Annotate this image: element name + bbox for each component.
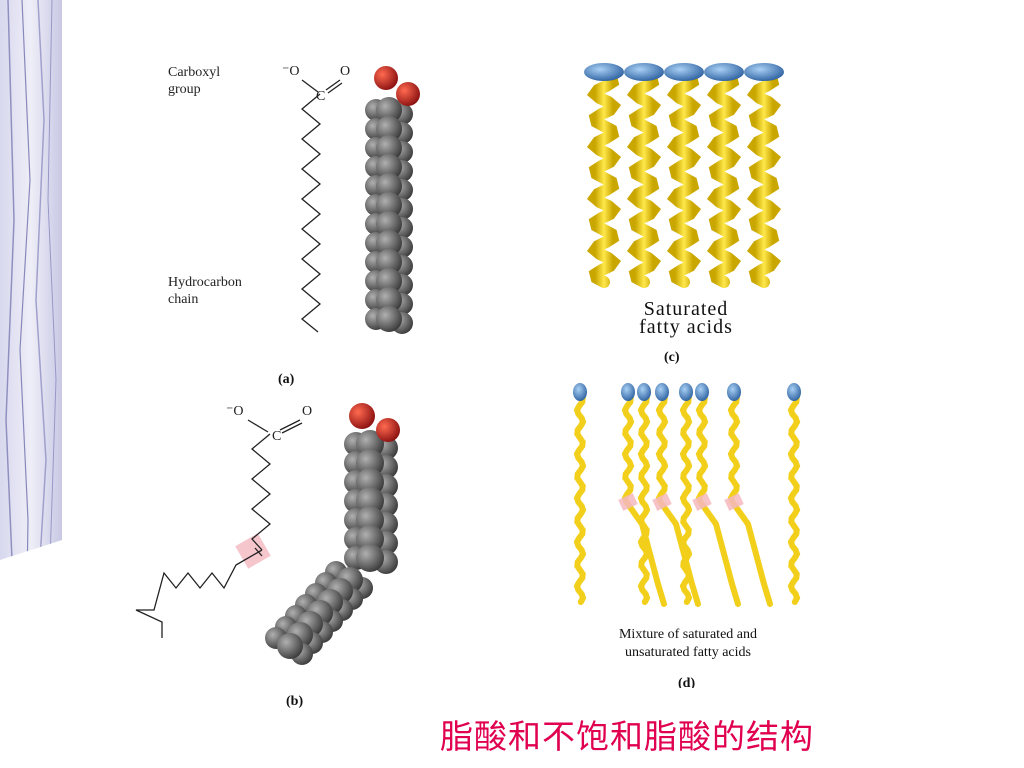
saturated-fatty-acid-packing [584,63,784,288]
skeletal-formula-unsaturated [135,419,303,638]
carbon-atom [376,116,402,142]
panel-b-tag: (b) [286,694,304,709]
oxygen-atom [396,82,420,106]
formula-o-a: O [340,64,351,79]
polar-head [584,63,624,81]
formula-o-b: O [302,404,313,419]
formula-c-a: C [316,89,326,104]
carboxyl-group-label: Carboxyl group [168,64,220,98]
fatty-acid-tail [666,68,702,288]
polar-head [624,63,664,81]
mixed-fatty-acid-packing [573,383,801,607]
polar-head [621,383,635,401]
polar-head [637,383,651,401]
space-filling-model-unsaturated [265,403,400,665]
polar-head [744,63,784,81]
formula-c-b: C [272,429,282,444]
formula-o-minus-a: ⁻O [282,64,300,79]
polar-head [655,383,669,401]
saturated-caption-line2: fatty acids [639,316,733,338]
formula-o-minus-b: ⁻O [226,404,244,419]
skeletal-formula-saturated [300,79,343,333]
space-filling-model-saturated [365,66,420,334]
carbon-atom [376,268,402,294]
chain-label-line2: chain [168,292,199,307]
carbon-atom [376,306,402,332]
fatty-acid-tail [626,68,662,288]
carbon-atom [376,230,402,256]
carbon-atom [376,97,402,123]
polar-head [704,63,744,81]
fatty-acid-tail [787,391,801,605]
carbon-atom [356,544,384,572]
oxygen-atom [374,66,398,90]
double-bond-highlight [692,493,712,511]
double-bond-highlight [724,493,744,511]
polar-head [679,383,693,401]
hydrocarbon-chain-label: Hydrocarbon chain [168,274,242,308]
double-bond-highlight [652,493,672,511]
carbon-atom [376,249,402,275]
chain-label-line1: Hydrocarbon [168,275,242,290]
mixture-caption: Mixture of saturated and unsaturated fat… [588,626,788,662]
oxygen-atom [376,418,400,442]
carboxyl-label-line2: group [168,82,201,97]
fatty-acid-tail [586,68,622,288]
carbon-atom [376,211,402,237]
polar-head [695,383,709,401]
carbon-atom [376,287,402,313]
decorative-left-strip [0,0,62,768]
saturated-caption-line1: Saturated [643,298,729,320]
fatty-acid-tail [706,68,742,288]
double-bond-highlight [618,493,638,511]
panel-d-tag: (d) [678,676,696,688]
carbon-atom [277,633,303,659]
fatty-acid-tail [637,391,651,605]
slide-title: 脂酸和不饱和脂酸的结构 [440,717,814,756]
panel-c-tag: (c) [664,350,680,365]
mixture-caption-line2: unsaturated fatty acids [625,645,751,660]
fatty-acid-tail [679,391,693,605]
polar-head [573,383,587,401]
carbon-atom [376,135,402,161]
panel-a-tag: (a) [278,372,295,387]
polar-head [727,383,741,401]
saturated-caption: Saturated fatty acids [596,298,776,338]
fatty-acid-tail [573,391,587,605]
fatty-acid-tail [746,68,782,288]
carboxyl-label-line1: Carboxyl [168,65,221,80]
carbon-atom [376,154,402,180]
carbon-atom [376,173,402,199]
carbon-atom [376,192,402,218]
polar-head [664,63,704,81]
mixture-caption-line1: Mixture of saturated and [618,627,757,642]
polar-head [787,383,801,401]
oxygen-atom [349,403,375,429]
